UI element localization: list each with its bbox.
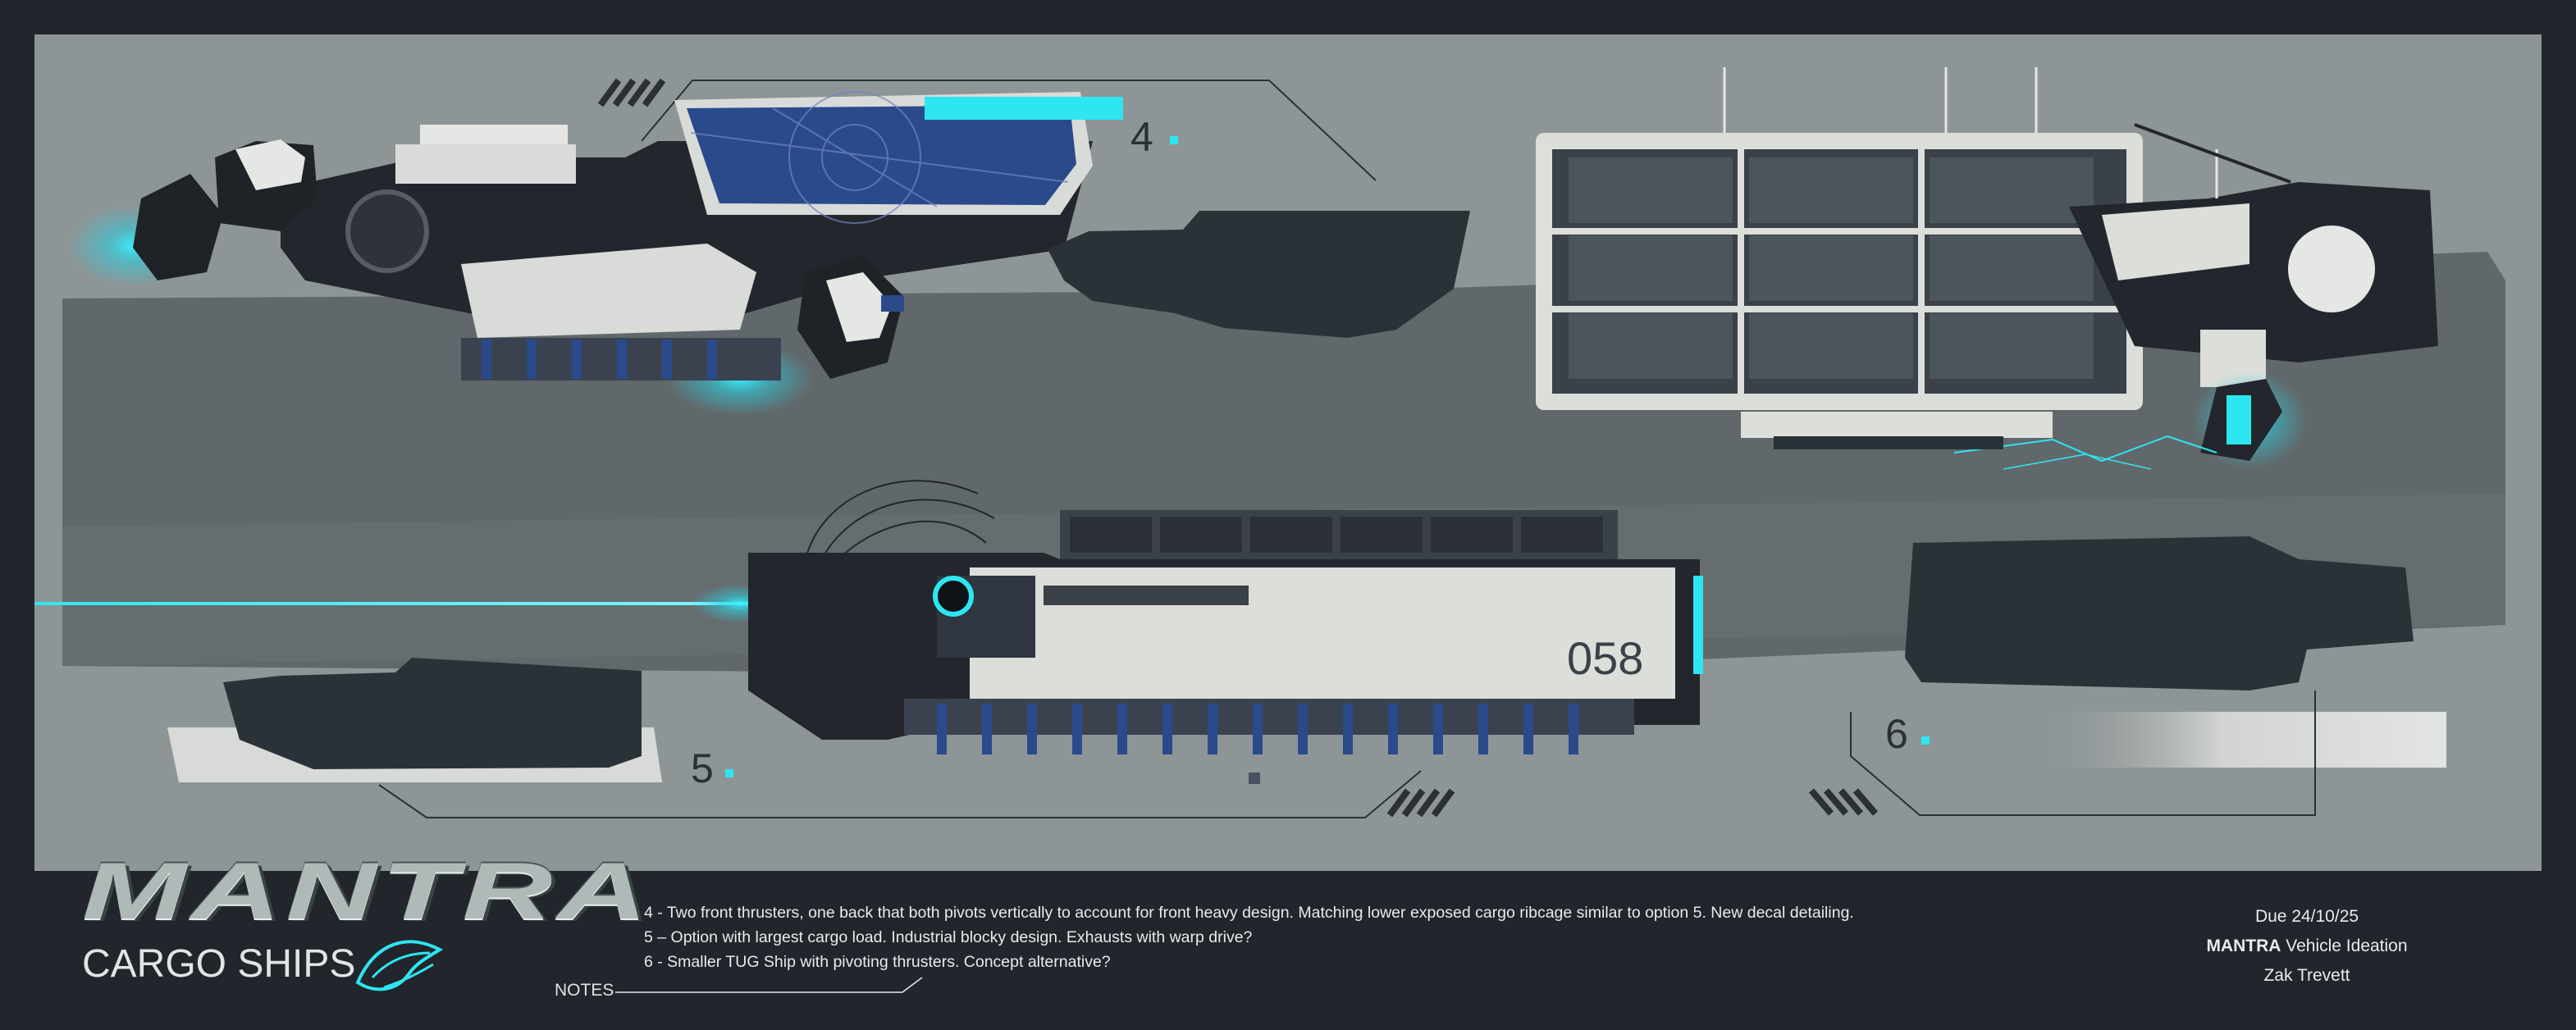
hull-number: 058 xyxy=(1567,632,1643,684)
cyan-marker-5 xyxy=(725,769,733,777)
note-line-6: 6 - Smaller TUG Ship with pivoting thrus… xyxy=(644,953,1111,971)
option-label-4: 4 xyxy=(1130,114,1153,160)
mantra-logo: MANTRA xyxy=(82,845,653,936)
due-line: Due 24/10/25 xyxy=(2143,902,2471,932)
option-label-5: 5 xyxy=(691,745,714,791)
info-block: Due 24/10/25 MANTRA Vehicle Ideation Zak… xyxy=(2143,902,2471,991)
notes-underline xyxy=(615,977,923,993)
project-line: MANTRA Vehicle Ideation xyxy=(2143,932,2471,961)
frame-line-bottom-left xyxy=(378,770,1422,818)
project-name: MANTRA xyxy=(2206,937,2281,955)
concept-art-canvas: 4 5 6 xyxy=(34,67,2505,818)
exhaust-cables xyxy=(805,480,995,560)
note-line-5: 5 – Option with largest cargo load. Indu… xyxy=(644,928,1253,946)
mantis-emblem-icon xyxy=(355,940,444,991)
frame-line-top xyxy=(641,80,1377,181)
concept-art-panel: 4 5 6 xyxy=(34,34,2542,871)
hatch-marks-bottom-mid xyxy=(1386,788,1455,818)
cyan-marker-6 xyxy=(1921,736,1930,745)
ship-5-silhouette xyxy=(223,658,642,769)
due-date: 24/10/25 xyxy=(2291,907,2359,926)
ship-6-silhouette xyxy=(1905,536,2414,690)
sheet-subtitle: CARGO SHIPS xyxy=(82,942,356,986)
notes-label: NOTES xyxy=(555,981,614,1000)
warp-beam xyxy=(34,602,756,605)
ship-4-silhouette xyxy=(1048,211,1470,338)
ship-option-6 xyxy=(1536,67,2438,470)
ship-option-4 xyxy=(67,91,1123,416)
hatch-marks-bottom-right xyxy=(1808,788,1879,816)
author-name: Zak Trevett xyxy=(2263,966,2350,985)
ship-option-5: 058 xyxy=(34,480,1703,784)
electric-arcs xyxy=(1953,435,2217,463)
cyan-marker-4 xyxy=(1170,136,1178,144)
frame-line-bottom-right xyxy=(1850,690,2316,816)
option-label-6: 6 xyxy=(1885,711,1908,757)
notes-block: 4 - Two front thrusters, one back that b… xyxy=(644,900,1854,974)
light-strip-right xyxy=(2036,712,2446,768)
project-description: Vehicle Ideation xyxy=(2281,937,2408,955)
thruster-rear xyxy=(133,174,223,280)
note-line-4: 4 - Two front thrusters, one back that b… xyxy=(644,904,1854,922)
hatch-marks-top xyxy=(597,78,666,107)
due-label: Due xyxy=(2254,907,2287,926)
